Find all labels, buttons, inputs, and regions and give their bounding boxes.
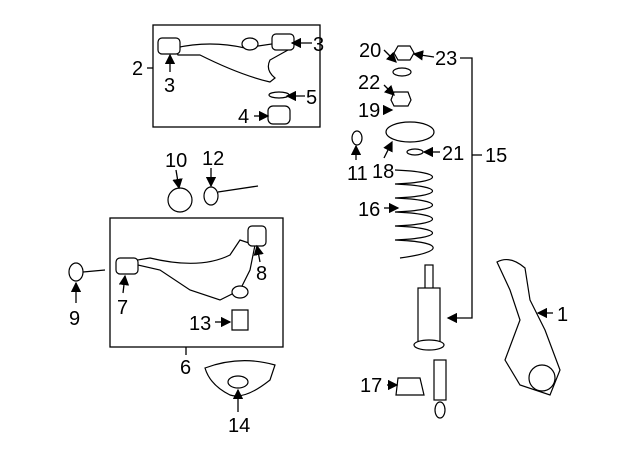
callout-8: 8 <box>256 263 267 285</box>
lower-control-arm <box>115 225 267 331</box>
callout-20: 20 <box>359 40 381 62</box>
callout-19: 19 <box>358 100 380 122</box>
callout-18: 18 <box>372 161 394 183</box>
callout-21: 21 <box>442 143 464 165</box>
callout-10: 10 <box>165 150 187 172</box>
callout-15: 15 <box>485 145 507 167</box>
lower-arm-group-box <box>109 217 284 348</box>
callout-1: 1 <box>557 304 568 326</box>
steering-knuckle <box>496 258 561 396</box>
callout-9: 9 <box>69 308 80 330</box>
callout-2: 2 <box>132 58 143 80</box>
callout-5: 5 <box>306 87 317 109</box>
strut-assembly <box>351 45 447 419</box>
callout-7: 7 <box>117 297 128 319</box>
callout-23: 23 <box>435 48 457 70</box>
callout-16: 16 <box>358 199 380 221</box>
callout-17: 17 <box>360 375 382 397</box>
callout-12: 12 <box>202 148 224 170</box>
callout-3-upper-right: 3 <box>313 34 324 56</box>
cam-bolts <box>68 185 276 397</box>
callout-11: 11 <box>347 163 368 185</box>
callout-4: 4 <box>238 106 249 128</box>
upper-arm-group-box <box>152 24 321 128</box>
callout-6: 6 <box>180 357 191 379</box>
upper-control-arm <box>157 33 295 125</box>
callout-13: 13 <box>189 313 211 335</box>
callout-3-upper-left: 3 <box>164 75 175 97</box>
callout-14: 14 <box>228 415 250 437</box>
callout-22: 22 <box>358 72 380 94</box>
leader-lines <box>70 37 553 412</box>
